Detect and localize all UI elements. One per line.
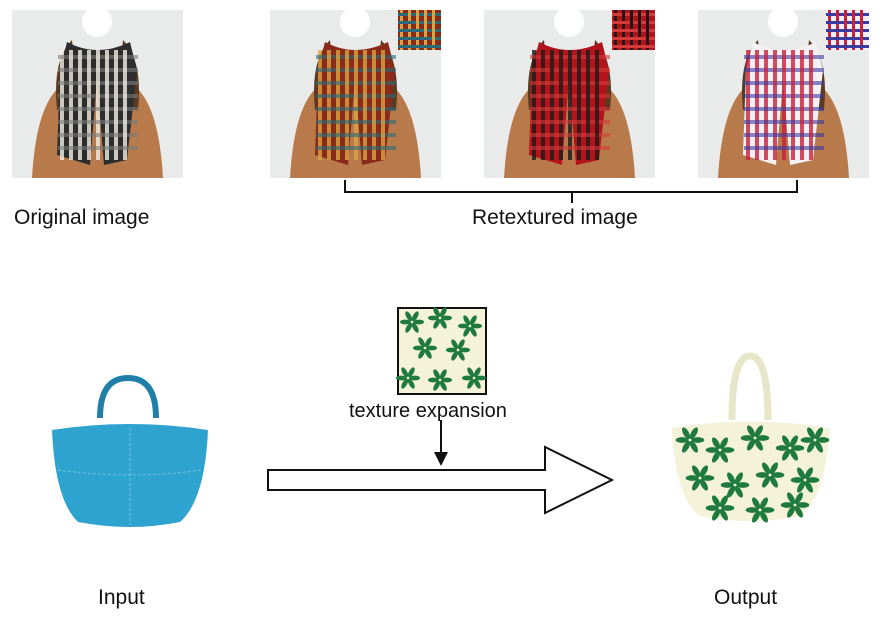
- retextured-bracket: [344, 180, 798, 203]
- input-label: Input: [98, 586, 145, 609]
- scarf-panels: [12, 7, 869, 178]
- panel-retextured-red-plaid: [484, 7, 655, 178]
- texture-expansion-label: texture expansion: [349, 400, 507, 422]
- texture-thumbnail: [612, 10, 655, 50]
- panel-retextured-ethnic: [270, 7, 441, 178]
- output-label: Output: [714, 586, 778, 609]
- texture-thumbnail: [398, 10, 441, 50]
- panel-retextured-blue-red-plaid: [698, 7, 869, 178]
- texture-thumbnail: [826, 10, 869, 50]
- retextured-image-label: Retextured image: [472, 206, 638, 229]
- original-image-label: Original image: [14, 206, 150, 229]
- panel-original: [12, 7, 183, 178]
